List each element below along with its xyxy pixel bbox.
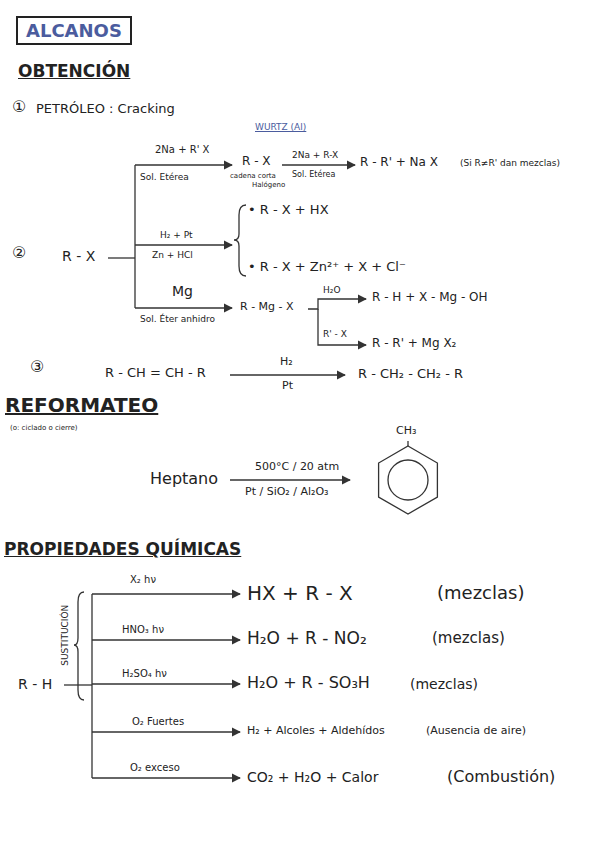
condition-label: Pt / SiO₂ / Al₂O₃	[245, 486, 329, 499]
reaction-arrow	[92, 777, 240, 778]
reaction-arrow	[318, 309, 366, 345]
step-number: ①	[12, 98, 26, 116]
product-formula: • R - X + Zn²⁺ + X + Cl⁻	[248, 260, 406, 275]
note-text: (mezclas)	[437, 583, 524, 604]
note-text: (mezclas)	[432, 630, 505, 647]
reaction-arrow	[92, 731, 240, 732]
note-text: (o: ciclado o cierre)	[10, 424, 78, 432]
benzene-circle	[388, 460, 428, 500]
note-text: (mezclas)	[410, 676, 478, 692]
reaction-arrow	[92, 593, 240, 594]
reagent-label: R' - X	[323, 329, 347, 339]
product-formula: H₂O + R - SO₃H	[247, 674, 370, 692]
step-number: ②	[12, 244, 26, 262]
reagent-label: O₂ Fuertes	[132, 716, 184, 728]
branch-line	[91, 594, 92, 778]
note-text: (Combustión)	[447, 768, 555, 786]
section-heading: REFORMATEO	[5, 394, 158, 417]
product-formula: HX + R - X	[247, 582, 353, 605]
method-name: WURTZ (Al)	[255, 122, 306, 132]
reagent-label: O₂ exceso	[130, 762, 180, 774]
reaction-arrow	[135, 164, 232, 165]
condition-label: Sol. Etérea	[292, 170, 335, 179]
formula-text: CH₃	[396, 425, 416, 438]
reagent-label: H₂	[280, 356, 293, 369]
product-formula: R - CH₂ - CH₂ - R	[358, 367, 463, 382]
formula-text: R - X	[242, 155, 271, 169]
condition-label: Sol. Etérea	[140, 172, 189, 182]
reagent-label: H₂O	[323, 285, 340, 295]
formula-text: R - CH = CH - R	[105, 366, 206, 381]
page-title: ALCANOS	[16, 16, 132, 45]
section-heading: OBTENCIÓN	[18, 62, 130, 82]
product-formula: R - H + X - Mg - OH	[372, 291, 488, 305]
note-text: (Ausencia de aire)	[426, 725, 526, 738]
reaction-arrow	[308, 299, 366, 309]
reaction-arrow	[282, 164, 355, 165]
section-heading: PROPIEDADES QUÍMICAS	[4, 540, 241, 560]
reagent-label: H₂SO₄ hν	[122, 668, 167, 680]
reaction-arrow	[135, 307, 232, 308]
methyl-bond	[407, 441, 408, 446]
step-number: ③	[30, 358, 44, 376]
product-formula: H₂O + R - NO₂	[247, 629, 367, 649]
product-formula: H₂ + Alcoles + Aldehídos	[247, 725, 385, 738]
formula-text: R - X	[62, 248, 95, 264]
reagent-label: HNO₃ hν	[122, 624, 164, 636]
product-formula: R - R' + Mg X₂	[372, 337, 456, 351]
condition-label: 500°C / 20 atm	[255, 461, 339, 474]
brace	[234, 205, 246, 276]
product-formula: CO₂ + H₂O + Calor	[247, 769, 378, 785]
product-formula: R - R' + Na X	[360, 156, 438, 170]
branch-line	[108, 257, 135, 258]
note-text: PETRÓLEO : Cracking	[36, 102, 175, 117]
brace	[74, 592, 84, 700]
annotation: Halógeno	[252, 181, 285, 189]
condition-label: Sol. Éter anhidro	[140, 314, 215, 324]
formula-text: R - Mg - X	[240, 301, 294, 314]
reagent-label: H₂ + Pt	[160, 230, 193, 240]
reaction-arrow	[230, 374, 345, 375]
note-text: (Si R≠R' dan mezclas)	[460, 158, 560, 168]
reaction-arrow	[92, 683, 240, 684]
condition-label: Zn + HCl	[152, 250, 193, 260]
product-formula: • R - X + HX	[248, 203, 329, 218]
reaction-arrow	[92, 639, 240, 640]
reaction-arrow	[135, 244, 232, 245]
annotation: cadena corta	[230, 172, 276, 180]
condition-label: Pt	[282, 380, 293, 393]
formula-text: Heptano	[150, 470, 218, 488]
reaction-arrow	[230, 479, 350, 480]
reagent-label: 2Na + R' X	[155, 144, 209, 156]
reagent-label: 2Na + R-X	[292, 150, 338, 160]
reagent-label: Mg	[172, 283, 193, 299]
branch-line	[134, 165, 135, 308]
reagent-label: X₂ hν	[130, 574, 156, 586]
formula-text: R - H	[18, 676, 52, 692]
group-label: SUSTITUCIÓN	[61, 604, 71, 665]
benzene-ring	[379, 446, 438, 514]
